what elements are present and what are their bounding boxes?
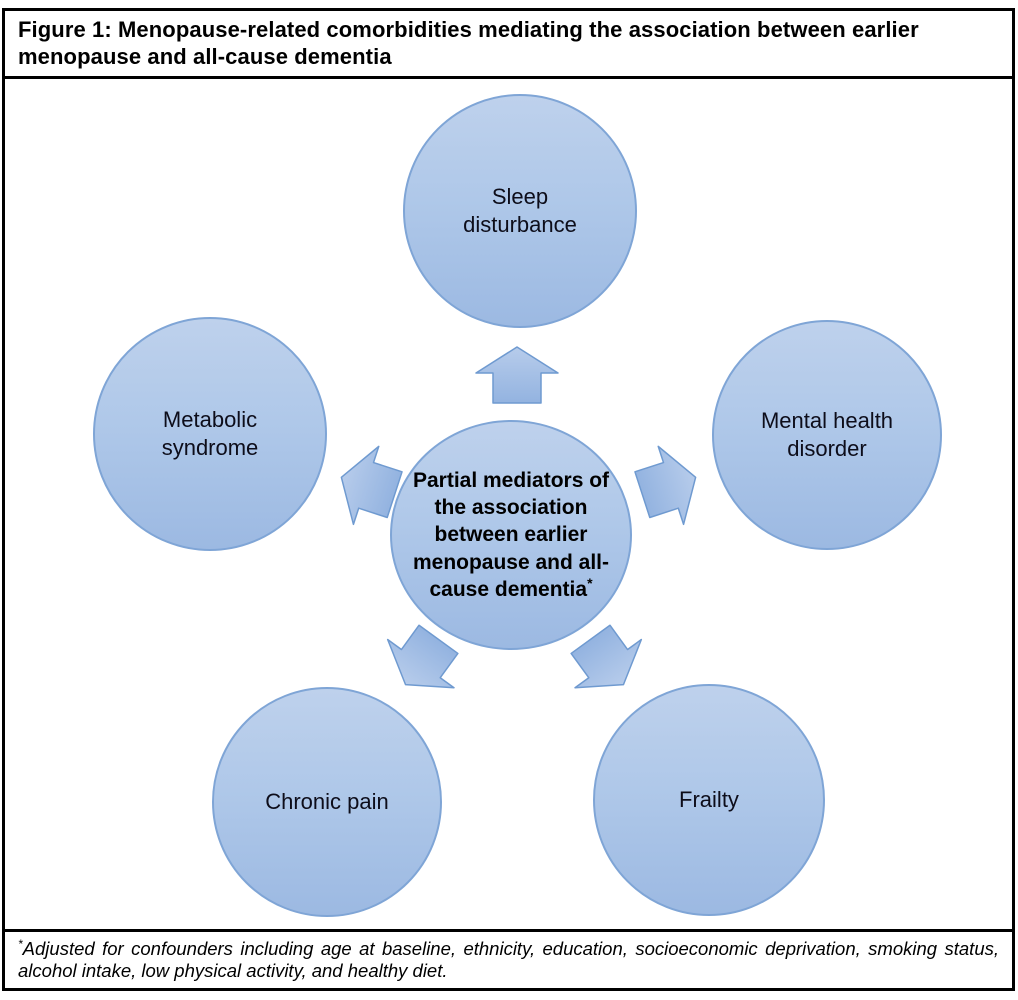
central-asterisk: *: [587, 575, 593, 592]
circle-label: Chronic pain: [265, 789, 389, 815]
arrow-upper-right-icon: [634, 445, 697, 526]
footnote-text: Adjusted for confounders including age a…: [18, 938, 999, 981]
circle-label: Sleep disturbance: [463, 184, 577, 238]
arrow-lower-left-icon: [386, 624, 459, 689]
arrow-upper-left-icon: [340, 445, 403, 526]
circle-label: Metabolic syndrome: [161, 407, 259, 461]
circle-central-mediators: Partial mediators of the association bet…: [390, 420, 632, 651]
arrow-lower-right-icon: [570, 624, 643, 689]
circle-label: Mental health disorder: [760, 408, 894, 462]
figure-title-text: Figure 1: Menopause-related comorbiditie…: [18, 17, 919, 70]
circle-label: Frailty: [679, 787, 739, 813]
circle-metabolic-syndrome: Metabolic syndrome: [93, 317, 327, 552]
circle-chronic-pain: Chronic pain: [212, 687, 442, 918]
circle-frailty: Frailty: [593, 684, 825, 917]
central-circle-label: Partial mediators of the association bet…: [408, 467, 615, 603]
diagram-area: Sleep disturbance Metabolic syndrome Men…: [5, 79, 1012, 930]
footnote: *Adjusted for confounders including age …: [5, 929, 1012, 988]
arrow-up-icon: [475, 346, 559, 404]
figure-title: Figure 1: Menopause-related comorbiditie…: [5, 11, 1012, 80]
figure-frame: Figure 1: Menopause-related comorbiditie…: [2, 8, 1015, 991]
footnote-asterisk: *: [18, 936, 23, 951]
circle-mental-health-disorder: Mental health disorder: [712, 320, 942, 551]
central-circle-text: Partial mediators of the association bet…: [412, 468, 610, 602]
circle-sleep-disturbance: Sleep disturbance: [403, 94, 637, 329]
